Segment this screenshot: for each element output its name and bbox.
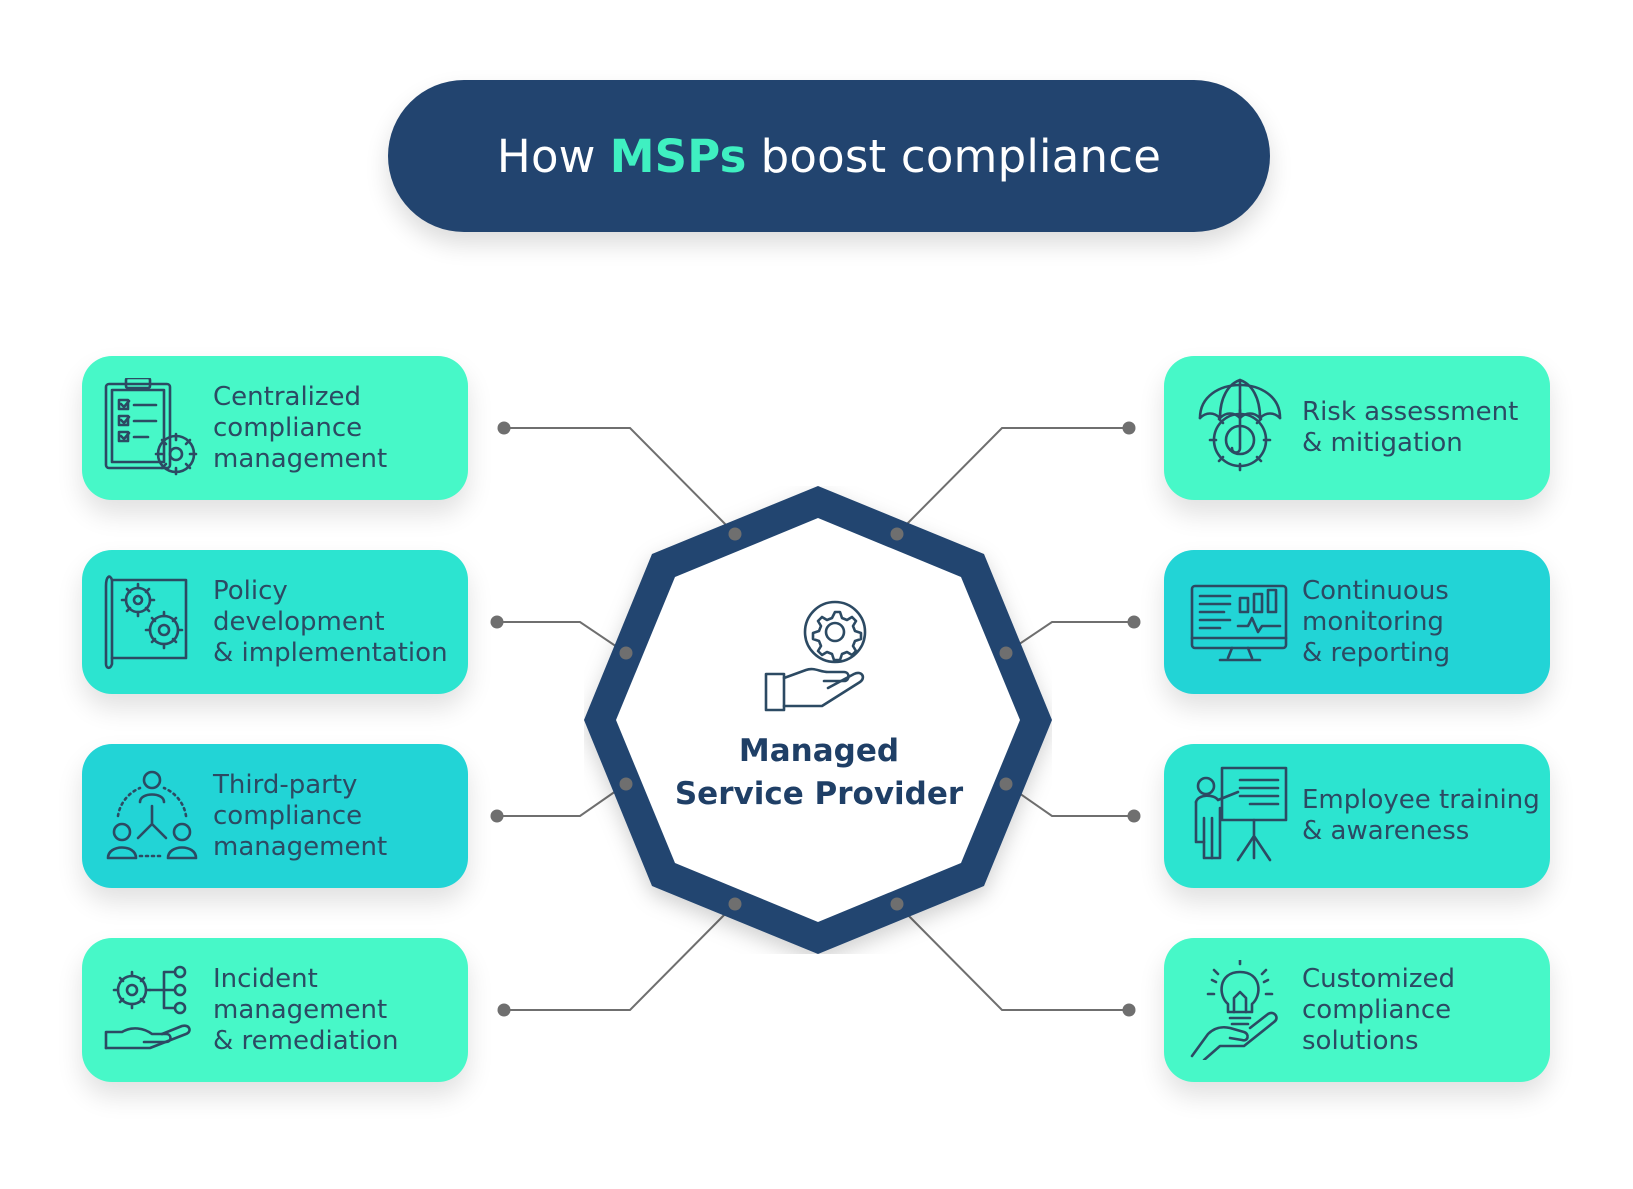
card-risk-assessment: Risk assessment & mitigation — [1164, 356, 1550, 500]
label-line: Third-party — [213, 769, 358, 800]
gear-hand-icon — [764, 600, 867, 712]
label-line: & mitigation — [1302, 428, 1463, 458]
card-label: Customized compliance solutions — [1302, 938, 1544, 1082]
monitor-chart-icon — [1190, 584, 1288, 662]
label-line: monitoring — [1302, 606, 1444, 637]
center-label: Managed Service Provider — [664, 730, 974, 816]
label-line: Customized — [1302, 963, 1455, 994]
label-line: Centralized — [213, 381, 362, 412]
checklist-gear-icon — [104, 378, 198, 476]
card-label: Employee training & awareness — [1302, 744, 1544, 888]
label-line: Policy development — [213, 575, 385, 637]
card-incident-management: Incident management & remediation — [82, 938, 468, 1082]
card-label: Risk assessment & mitigation — [1302, 356, 1544, 500]
label-line: & implementation — [213, 637, 448, 668]
card-label: Policy development & implementation — [213, 550, 462, 694]
title-banner: How MSPs boost compliance — [388, 80, 1270, 232]
label-line: Risk assessment — [1302, 397, 1519, 427]
label-line: compliance — [1302, 994, 1452, 1025]
label-line: Employee training — [1302, 785, 1540, 815]
gear-hand-network-icon — [104, 965, 191, 1050]
card-continuous-monitoring: Continuous monitoring & reporting — [1164, 550, 1550, 694]
label-line: compliance — [213, 800, 363, 831]
label-line: & awareness — [1302, 816, 1470, 846]
label-line: management — [213, 443, 388, 474]
presentation-board-icon — [1194, 766, 1288, 862]
card-label: Incident management & remediation — [213, 938, 462, 1082]
center-label-line2: Service Provider — [674, 776, 964, 812]
label-line: management — [213, 994, 388, 1025]
label-line: management — [213, 831, 388, 862]
card-label: Third-party compliance management — [213, 744, 462, 888]
card-employee-training: Employee training & awareness — [1164, 744, 1550, 888]
label-line: & reporting — [1302, 637, 1451, 668]
label-line: & remediation — [213, 1025, 399, 1056]
card-centralized-compliance: Centralized compliance management — [82, 356, 468, 500]
card-policy-development: Policy development & implementation — [82, 550, 468, 694]
lightbulb-hand-icon — [1190, 960, 1278, 1060]
card-customized-solutions: Customized compliance solutions — [1164, 938, 1550, 1082]
card-label: Centralized compliance management — [213, 356, 462, 500]
label-line: solutions — [1302, 1025, 1419, 1056]
title-highlight: MSPs — [609, 129, 747, 183]
center-label-line1: Managed — [738, 733, 900, 769]
team-network-icon — [106, 770, 198, 860]
umbrella-gear-icon — [1198, 378, 1282, 472]
card-third-party-compliance: Third-party compliance management — [82, 744, 468, 888]
label-line: compliance — [213, 412, 363, 443]
label-line: Continuous — [1302, 575, 1449, 606]
title-suffix: boost compliance — [760, 129, 1162, 183]
label-line: Incident — [213, 963, 318, 994]
center-octagon — [584, 486, 1052, 954]
title-prefix: How — [496, 129, 596, 183]
document-gears-icon — [104, 575, 188, 670]
card-label: Continuous monitoring & reporting — [1302, 550, 1544, 694]
